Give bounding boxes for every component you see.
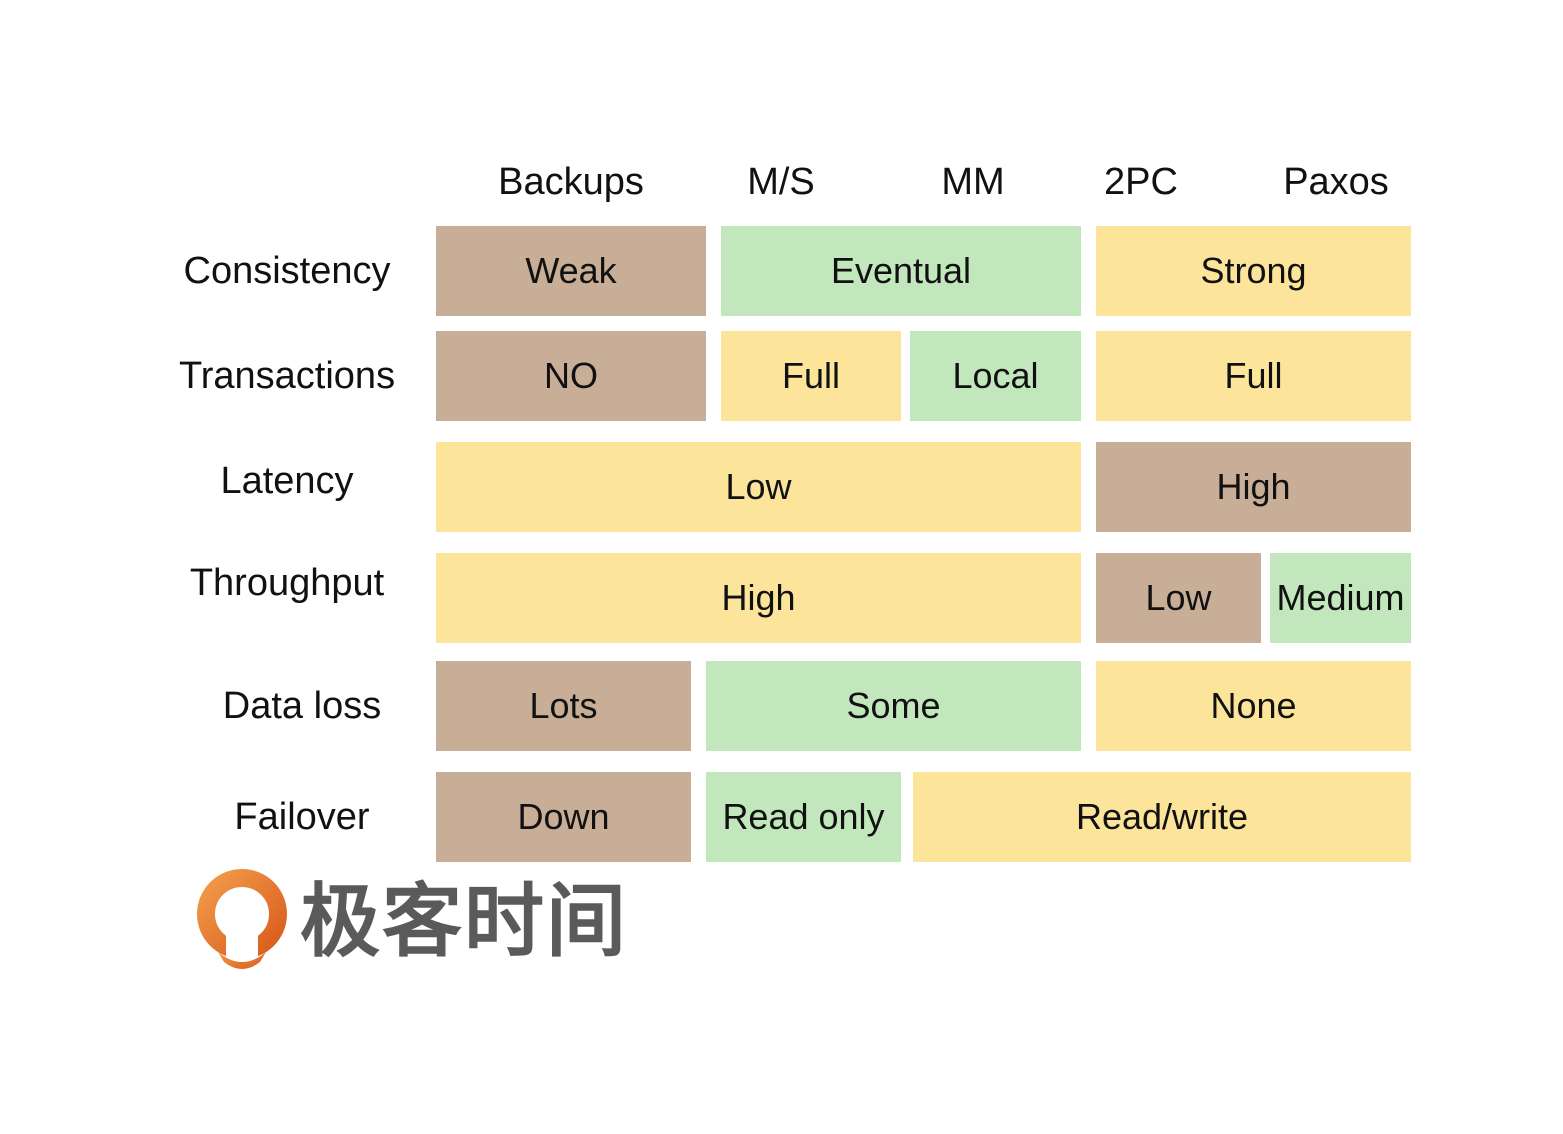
geektime-logo-text: 极客时间 [300,875,628,968]
cell-data-loss-lots: Lots [436,661,691,751]
column-header-mm: MM [941,161,1005,203]
cell-consistency-eventual: Eventual [721,226,1081,316]
cell-throughput-low: Low [1096,553,1261,643]
column-header-ms: M/S [747,161,815,203]
cell-latency-low: Low [436,442,1081,532]
cell-consistency-weak: Weak [436,226,706,316]
geektime-logo: 极客时间 [196,866,626,978]
cell-transactions-full: Full [1096,331,1411,421]
row-label-data-loss: Data loss [222,685,382,727]
geektime-logo-icon [196,866,288,974]
column-header-2pc: 2PC [1104,161,1178,203]
cell-transactions-local: Local [910,331,1081,421]
row-label-consistency: Consistency [183,250,391,292]
cell-throughput-medium: Medium [1270,553,1411,643]
column-header-paxos: Paxos [1283,161,1389,203]
column-header-backups: Backups [498,161,644,203]
row-label-transactions: Transactions [178,355,396,397]
row-label-failover: Failover [234,796,370,838]
cell-consistency-strong: Strong [1096,226,1411,316]
cell-throughput-high: High [436,553,1081,643]
cell-data-loss-some: Some [706,661,1081,751]
cell-failover-read-only: Read only [706,772,901,862]
row-label-throughput: Throughput [189,562,385,604]
cell-transactions-full-ms: Full [721,331,901,421]
cell-failover-read-write: Read/write [913,772,1411,862]
cell-failover-down: Down [436,772,691,862]
cell-latency-high: High [1096,442,1411,532]
cell-data-loss-none: None [1096,661,1411,751]
row-label-latency: Latency [220,460,354,502]
cell-transactions-no: NO [436,331,706,421]
